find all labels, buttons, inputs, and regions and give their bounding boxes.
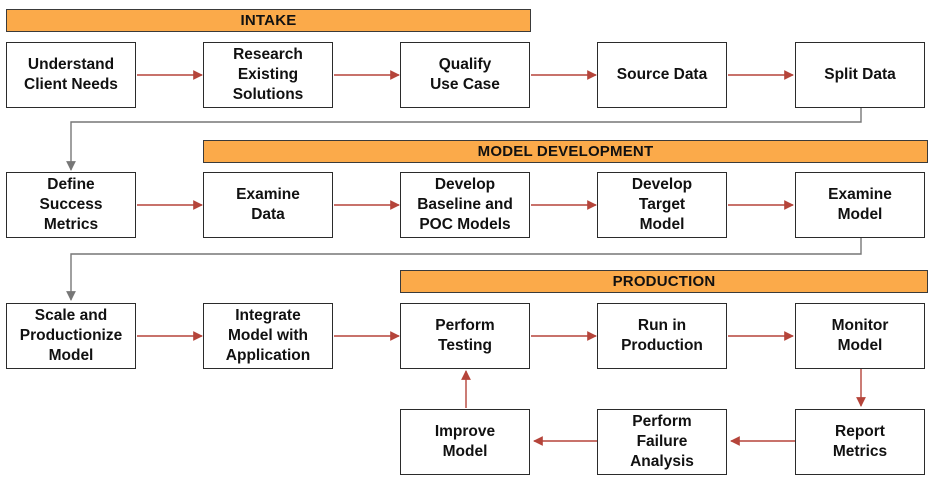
connector-split-to-define <box>66 108 862 171</box>
step-label: Source Data <box>616 66 708 83</box>
banner-intake: INTAKE <box>6 9 531 32</box>
step-split-data: Split Data <box>795 42 925 108</box>
step-source-data: Source Data <box>597 42 727 108</box>
step-label: Split Data <box>824 66 896 83</box>
banner-model-development: MODEL DEVELOPMENT <box>203 140 928 163</box>
banner-production: PRODUCTION <box>400 270 928 293</box>
connector-examine-model-to-scale <box>66 238 862 301</box>
